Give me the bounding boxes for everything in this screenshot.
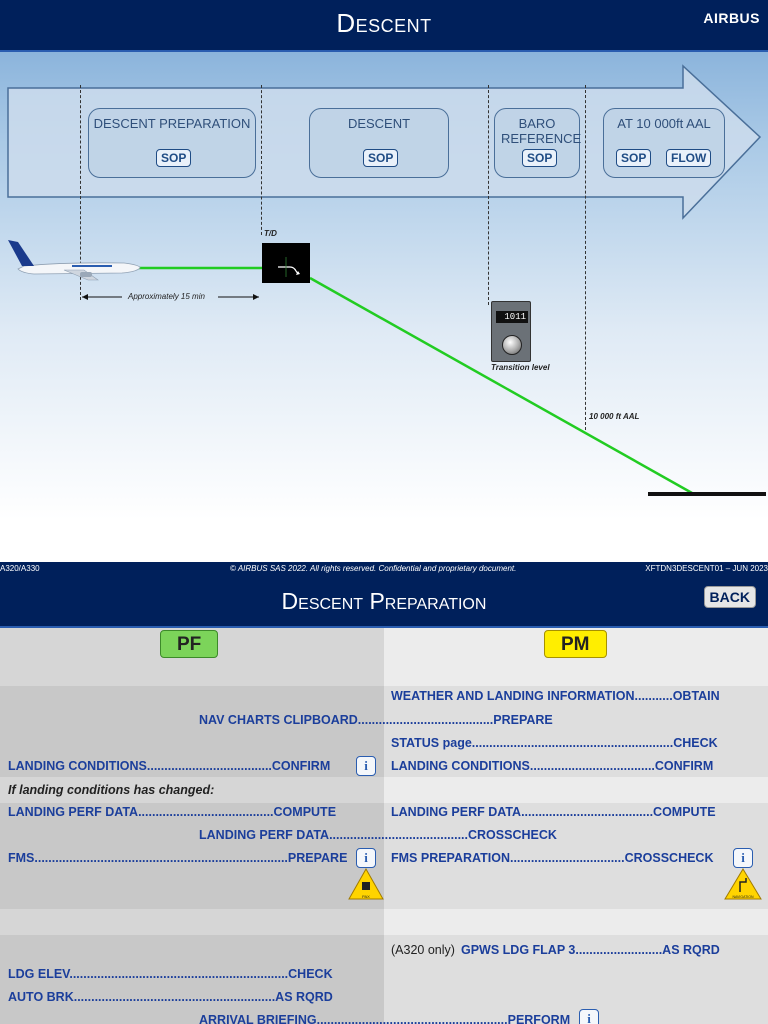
checklist-item-gpws: GPWS LDG FLAP 3.........................… <box>461 943 720 957</box>
info-button[interactable]: i <box>356 848 376 868</box>
slide-footer: A320/A330 © AIRBUS SAS 2022. All rights … <box>0 562 768 576</box>
pax-warning-label: PAX <box>362 894 370 899</box>
divider-line <box>261 85 262 235</box>
sop-button[interactable]: SOP <box>522 149 558 167</box>
info-button[interactable]: i <box>579 1009 599 1024</box>
phase-label: DESCENT <box>347 116 411 131</box>
checklist-item-perf-pm: LANDING PERF DATA.......................… <box>391 805 716 819</box>
flow-button[interactable]: FLOW <box>666 149 712 167</box>
checklist-item-ldg-elev: LDG ELEV................................… <box>8 967 333 981</box>
row-band <box>0 777 768 803</box>
copyright: © AIRBUS SAS 2022. All rights reserved. … <box>230 564 517 573</box>
row-band <box>0 909 768 935</box>
navigation-warning-icon[interactable]: NAVIGATION <box>724 868 762 902</box>
checklist-item-auto-brk: AUTO BRK................................… <box>8 990 333 1004</box>
back-button[interactable]: BACK <box>703 586 756 608</box>
divider-line <box>488 85 489 305</box>
td-label: T/D <box>264 229 277 238</box>
descent-overview-slide: Descent AIRBUS DESCENT PREPARATION SOP D… <box>0 0 768 576</box>
descent-preparation-slide: Descent Preparation BACK PF PM WEATHER A… <box>0 576 768 1024</box>
phase-baro-reference[interactable]: BARO REFERENCE SOP <box>494 108 582 178</box>
checklist-item-fms-pm: FMS PREPARATION.........................… <box>391 851 714 865</box>
pm-column <box>384 628 768 1024</box>
page-title: Descent Preparation <box>281 588 487 614</box>
checklist-item-status-page: STATUS page.............................… <box>391 736 718 750</box>
checklist-item-landing-conditions-pm: LANDING CONDITIONS......................… <box>391 759 714 773</box>
info-button[interactable]: i <box>356 756 376 776</box>
checklist-item-perf-pf: LANDING PERF DATA.......................… <box>8 805 337 819</box>
phase-at-10000ft[interactable]: AT 10 000ft AAL SOP FLOW <box>603 108 725 178</box>
checklist-item-landing-conditions-pf: LANDING CONDITIONS......................… <box>8 759 331 773</box>
navigation-warning-label: NAVIGATION <box>732 895 754 899</box>
sop-button[interactable]: SOP <box>363 149 399 167</box>
phase-label: AT 10 000ft AAL <box>617 116 711 131</box>
sop-button[interactable]: SOP <box>156 149 192 167</box>
checklist-item-fms-pf: FMS.....................................… <box>8 851 348 865</box>
approx-time-label: Approximately 15 min <box>128 292 205 301</box>
phase-label: DESCENT PREPARATION <box>93 116 251 131</box>
altitude-10000-label: 10 000 ft AAL <box>589 412 640 421</box>
checklist-item-perf-crosscheck: LANDING PERF DATA.......................… <box>199 828 557 842</box>
gpws-prefix: (A320 only) <box>391 943 455 957</box>
condition-note: If landing conditions has changed: <box>8 783 215 797</box>
checklist-item-arrival-briefing: ARRIVAL BRIEFING........................… <box>199 1013 571 1024</box>
sop-button[interactable]: SOP <box>616 149 652 167</box>
phase-descent[interactable]: DESCENT SOP <box>309 108 449 178</box>
pax-warning-icon[interactable]: PAX <box>348 868 384 902</box>
page-title: Descent <box>336 8 432 38</box>
baro-panel: 1011 <box>491 301 531 362</box>
checklist-item-weather: WEATHER AND LANDING INFORMATION.........… <box>391 689 720 703</box>
slide-header: Descent Preparation BACK <box>0 576 768 628</box>
transition-level-label: Transition level <box>491 363 550 372</box>
baro-readout: 1011 <box>496 311 528 323</box>
slide-header: Descent AIRBUS <box>0 0 768 52</box>
pf-column <box>0 628 384 1024</box>
aircraft-type: A320/A330 <box>0 564 40 573</box>
divider-line <box>585 85 586 430</box>
airbus-logo: AIRBUS <box>703 10 760 26</box>
info-button[interactable]: i <box>733 848 753 868</box>
phase-descent-preparation[interactable]: DESCENT PREPARATION SOP <box>88 108 256 178</box>
baro-knob-icon <box>502 335 522 355</box>
divider-line <box>80 85 81 300</box>
header-band <box>0 628 768 686</box>
pf-badge: PF <box>160 630 219 658</box>
phase-label: BARO REFERENCE <box>501 116 582 146</box>
flight-profile <box>82 266 766 496</box>
aircraft-icon <box>8 240 141 281</box>
checklist-item-nav-charts: NAV CHARTS CLIPBOARD....................… <box>199 713 553 727</box>
top-of-descent-marker[interactable] <box>262 243 310 283</box>
pm-badge: PM <box>544 630 607 658</box>
document-ref: XFTDN3DESCENT01 – JUN 2023 <box>645 564 768 573</box>
